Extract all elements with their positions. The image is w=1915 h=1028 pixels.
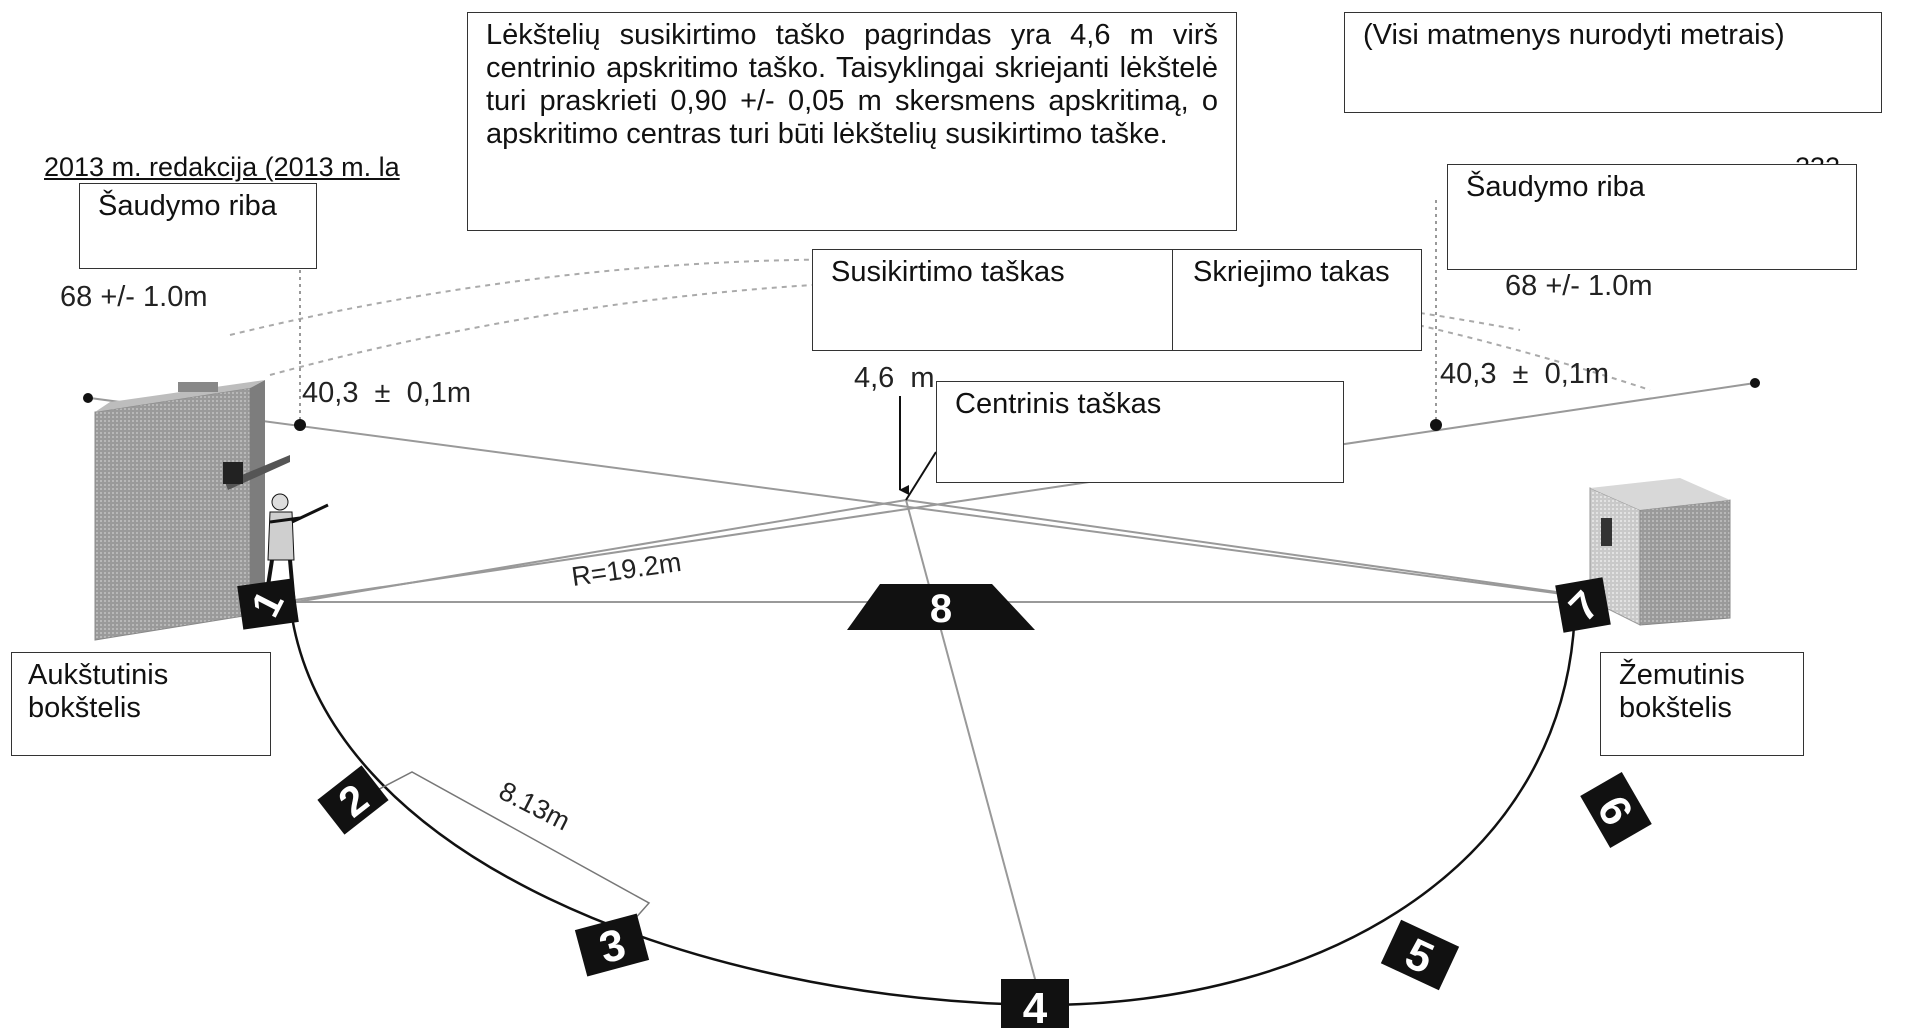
station-pad-2: 2 xyxy=(317,765,389,835)
station-pad-8: 8 xyxy=(847,584,1035,631)
stake-dot-right xyxy=(1430,419,1442,431)
stake-distance-right: 40,3 ± 0,1m xyxy=(1440,358,1609,390)
high-house-label: Aukštutinis bokštelis xyxy=(11,652,271,756)
station-number: 8 xyxy=(930,587,952,631)
station-pad-6: 6 xyxy=(1580,772,1652,848)
crossing-point-label: Susikirtimo taškas xyxy=(812,249,1174,351)
station-pad-4: 4 xyxy=(1001,979,1069,1028)
stake-dot-far-right xyxy=(1750,378,1760,388)
station-number: 4 xyxy=(1023,984,1048,1028)
stake-distance-left: 40,3 ± 0,1m xyxy=(302,377,471,409)
center-point-label: Centrinis taškas xyxy=(936,381,1344,483)
stake-dot-far-left xyxy=(83,393,93,403)
station-pad-1: 1 xyxy=(237,578,299,630)
shooting-limit-label-left: Šaudymo riba xyxy=(79,183,317,269)
line-station1-to-center xyxy=(289,499,907,604)
line-right-stake-to-high-house xyxy=(294,382,1756,601)
center-point-leader xyxy=(905,451,937,501)
line-station7-to-center xyxy=(905,499,1579,596)
shooting-limit-label-right: Šaudymo riba xyxy=(1447,164,1857,270)
limit-distance-right: 68 +/- 1.0m xyxy=(1505,270,1653,302)
station-spacing-bracket xyxy=(363,771,651,922)
dimensions-note: (Visi matmenys nurodyti metrais) xyxy=(1344,12,1882,113)
limit-distance-left: 68 +/- 1.0m xyxy=(60,281,208,313)
stake-dot-left xyxy=(294,419,306,431)
station-pad-7: 7 xyxy=(1555,577,1611,633)
field-semicircle xyxy=(288,602,1577,1007)
crossing-point-note: Lėkštelių susikirtimo taško pagrindas yr… xyxy=(467,12,1237,231)
station-pad-5: 5 xyxy=(1380,919,1460,991)
edition-text: 2013 m. redakcija (2013 m. la xyxy=(44,152,400,182)
high-house xyxy=(94,380,290,641)
edition-header: 2013 m. redakcija (2013 m. la xyxy=(44,152,400,183)
line-left-stake-to-low-house xyxy=(89,397,1571,596)
line-center-to-station4 xyxy=(905,499,1043,1006)
low-house xyxy=(1589,478,1731,626)
station-pad-3: 3 xyxy=(574,913,650,977)
station-spacing-label: 8.13m xyxy=(494,776,574,837)
crossing-height-label: 4,6 m xyxy=(854,362,935,394)
low-house-label: Žemutinis bokštelis xyxy=(1600,652,1804,756)
flight-path-label: Skriejimo takas xyxy=(1172,249,1422,351)
